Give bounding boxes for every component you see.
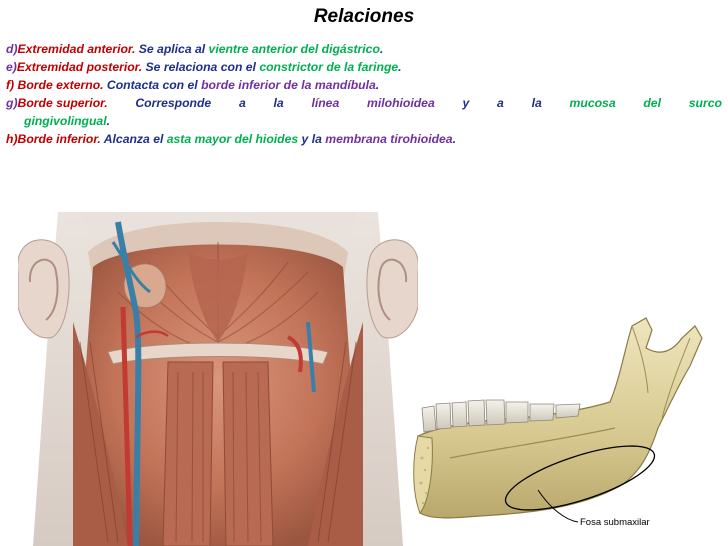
item-h-connector: y la [298, 132, 326, 146]
item-g-highlight-4: del [643, 96, 661, 110]
neck-vessels [111, 221, 316, 546]
slide-title: Relaciones [313, 6, 415, 27]
item-e-prefix: e) [6, 60, 17, 74]
item-g-prefix: g) [6, 96, 18, 110]
item-f-text: Contacta con el [103, 78, 202, 92]
neck-dissection-illustration [18, 212, 418, 546]
item-e-highlight: constrictor de la faringe [259, 60, 399, 74]
item-g-highlight-1: línea [311, 96, 340, 110]
item-g-term: Borde superior. [17, 96, 108, 110]
item-g-word-2: a [238, 96, 246, 110]
item-e: e)Extremidad posterior. Se relaciona con… [6, 58, 722, 76]
item-g-continuation: gingivolingual. [6, 112, 722, 130]
item-f-term: Borde externo. [17, 78, 104, 92]
item-h-text: Alcanza el [100, 132, 167, 146]
teeth [421, 399, 581, 433]
item-d-text: Se aplica al [135, 42, 209, 56]
item-g-word-3: la [273, 96, 284, 110]
item-g-end: . [106, 114, 110, 128]
fosa-label: Fosa submaxilar [580, 517, 650, 528]
item-g-continuation-text: gingivolingual [24, 114, 107, 128]
item-g-highlight-2: milohioidea [367, 96, 435, 110]
item-g-word-6: la [531, 96, 542, 110]
item-e-term: Extremidad posterior. [16, 60, 143, 74]
item-g-highlight-3: mucosa [569, 96, 616, 110]
item-g-word-1: Corresponde [135, 96, 212, 110]
item-f-end: . [375, 78, 380, 92]
item-g-highlight-5: surco [688, 96, 722, 110]
item-g: g)Borde superior. Corresponde a la línea… [6, 94, 722, 112]
item-h-prefix: h) [6, 132, 18, 146]
right-ear [366, 239, 418, 339]
item-h-highlight-2: membrana tirohioidea [325, 132, 453, 146]
item-f-highlight: borde inferior de la mandíbula [201, 78, 376, 92]
relations-list: d)Extremidad anterior. Se aplica al vien… [6, 40, 722, 148]
item-g-word-5: a [497, 96, 504, 110]
item-h-end: . [452, 132, 456, 146]
item-h: h)Borde inferior. Alcanza el asta mayor … [6, 130, 722, 148]
item-g-word-4: y [462, 96, 470, 110]
item-f-prefix: f) [6, 78, 18, 92]
item-e-end: . [398, 60, 402, 74]
item-h-term: Borde inferior. [17, 132, 101, 146]
item-d-prefix: d) [6, 42, 18, 56]
item-f: f) Borde externo. Contacta con el borde … [6, 76, 722, 94]
item-h-highlight-1: asta mayor del hioides [166, 132, 299, 146]
item-d-end: . [379, 42, 384, 56]
item-d-term: Extremidad anterior. [17, 42, 136, 56]
fosa-outline [504, 445, 656, 511]
item-d: d)Extremidad anterior. Se aplica al vien… [6, 40, 722, 58]
item-e-text: Se relaciona con el [142, 60, 260, 74]
item-d-highlight: vientre anterior del digástrico [208, 42, 380, 56]
left-ear [18, 239, 70, 339]
mandible-illustration: Fosa submaxilar [413, 317, 703, 528]
item-g-head: g)Borde superior. [6, 94, 108, 112]
